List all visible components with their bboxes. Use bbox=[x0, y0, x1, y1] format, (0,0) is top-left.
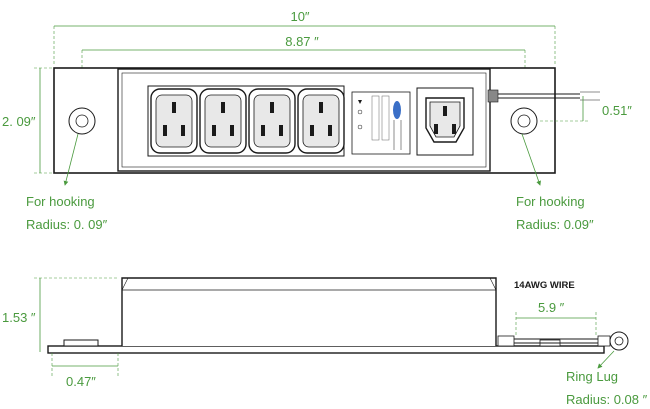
hook-right-title: For hooking bbox=[516, 194, 585, 209]
socket-slot bbox=[181, 125, 185, 136]
side-wire-gland bbox=[497, 335, 515, 347]
outlet-socket bbox=[199, 88, 247, 154]
mount-hole-right bbox=[510, 107, 538, 135]
hook-left-radius: Radius: 0. 09″ bbox=[26, 217, 108, 232]
hook-callout-left: For hooking Radius: 0. 09″ bbox=[26, 133, 108, 232]
socket-slot bbox=[163, 125, 167, 136]
wire-offset-dimension: 0.51″ bbox=[540, 96, 632, 122]
socket-slot bbox=[328, 125, 332, 136]
power-inlet bbox=[416, 87, 474, 156]
ring-lug-callout: Ring Lug Radius: 0.08 ″ bbox=[566, 350, 648, 407]
side-height-label: 1.53 ″ bbox=[2, 310, 36, 325]
warning-triangle-icon bbox=[358, 100, 362, 104]
overall-width-dimension: 10″ bbox=[53, 9, 556, 66]
wire-length-dimension: 5.9 ″ bbox=[515, 300, 597, 336]
wire-length-label: 5.9 ″ bbox=[538, 300, 565, 315]
inlet-pin-ground bbox=[443, 106, 447, 116]
socket-slot bbox=[230, 125, 234, 136]
socket-slot bbox=[261, 125, 265, 136]
flange-label: 0.47″ bbox=[66, 374, 96, 389]
overall-width-label: 10″ bbox=[290, 9, 309, 24]
certification-mark-icon bbox=[357, 109, 363, 115]
housing-inner-edge bbox=[121, 72, 487, 168]
ground-wire-side bbox=[514, 331, 629, 351]
outlet-group bbox=[150, 88, 345, 154]
hook-callout-right: For hooking Radius: 0.09″ bbox=[516, 133, 594, 232]
socket-slot bbox=[172, 102, 176, 113]
side-base-plate bbox=[47, 345, 605, 354]
side-foot bbox=[63, 339, 99, 347]
socket-slot bbox=[212, 125, 216, 136]
outlet-socket bbox=[297, 88, 345, 154]
flange-dimension: 0.47″ bbox=[51, 353, 119, 389]
inlet-pin-neutral bbox=[452, 124, 456, 134]
hook-left-title: For hooking bbox=[26, 194, 95, 209]
side-housing bbox=[121, 277, 497, 346]
socket-slot bbox=[319, 102, 323, 113]
socket-slot bbox=[279, 125, 283, 136]
height-dimension: 2. 09″ bbox=[2, 67, 54, 174]
socket-slot bbox=[310, 125, 314, 136]
mount-spacing-label: 8.87 ″ bbox=[285, 34, 319, 49]
mount-hole-left bbox=[68, 107, 96, 135]
rating-label bbox=[351, 91, 411, 155]
wire-spec-label: 14AWG WIRE bbox=[514, 280, 575, 291]
ce-mark-icon bbox=[357, 124, 363, 130]
brand-badge-icon bbox=[393, 101, 401, 119]
socket-slot bbox=[221, 102, 225, 113]
socket-slot bbox=[270, 102, 274, 113]
side-height-dimension: 1.53 ″ bbox=[2, 277, 118, 352]
wire-offset-label: 0.51″ bbox=[602, 103, 632, 118]
side-view: 1.53 ″ 14AWG WIRE 5.9 ″ bbox=[2, 277, 648, 407]
inlet-pin-line bbox=[434, 124, 438, 134]
ring-lug-title: Ring Lug bbox=[566, 369, 618, 384]
height-label: 2. 09″ bbox=[2, 114, 36, 129]
ring-lug-radius: Radius: 0.08 ″ bbox=[566, 392, 648, 407]
top-view: 10″ 8.87 ″ 2. 09″ bbox=[2, 9, 632, 232]
outlet-socket bbox=[150, 88, 198, 154]
outlet-socket bbox=[248, 88, 296, 154]
hook-right-radius: Radius: 0.09″ bbox=[516, 217, 594, 232]
